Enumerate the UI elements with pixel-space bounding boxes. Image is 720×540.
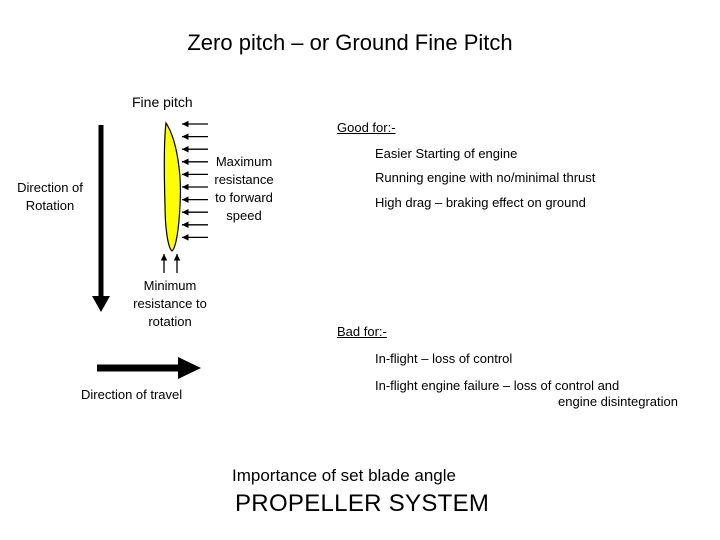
travel-arrow-head <box>178 357 201 379</box>
good-item-3: High drag – braking effect on ground <box>375 195 586 210</box>
max-resistance-label: Maximum resistance to forward speed <box>204 153 284 225</box>
rotation-resistance-arrows <box>160 254 181 273</box>
propeller-blade <box>163 121 181 252</box>
importance-heading: Importance of set blade angle <box>232 466 456 485</box>
good-for-heading: Good for:- <box>337 120 396 135</box>
direction-of-rotation-label: Direction of Rotation <box>2 179 98 215</box>
max-line-4: speed <box>226 208 262 223</box>
min-line-3: rotation <box>148 314 192 329</box>
bad-item-1: In-flight – loss of control <box>375 351 513 366</box>
min-line-2: resistance to <box>133 296 207 311</box>
bad-for-heading: Bad for:- <box>337 324 387 339</box>
direction-of-travel-label: Direction of travel <box>81 387 183 402</box>
max-line-1: Maximum <box>215 154 273 169</box>
max-line-3: to forward <box>215 190 273 205</box>
rotation-line-1: Direction of <box>17 180 83 195</box>
good-item-2: Running engine with no/minimal thrust <box>375 170 596 185</box>
max-line-2: resistance <box>214 172 274 187</box>
min-resistance-label: Minimum resistance to rotation <box>118 277 222 331</box>
oncoming-airflow-arrows <box>182 120 208 241</box>
footer-title: PROPELLER SYSTEM <box>235 490 490 517</box>
good-item-1: Easier Starting of engine <box>375 146 518 161</box>
min-line-1: Minimum <box>143 278 197 293</box>
slide-title: Zero pitch – or Ground Fine Pitch <box>187 30 513 55</box>
bad-item-2-cont: engine disintegration <box>558 394 678 409</box>
rotation-line-2: Rotation <box>25 198 75 213</box>
bad-item-2: In-flight engine failure – loss of contr… <box>375 378 620 393</box>
fine-pitch-label: Fine pitch <box>132 94 193 110</box>
rotation-arrow-head <box>92 296 110 312</box>
